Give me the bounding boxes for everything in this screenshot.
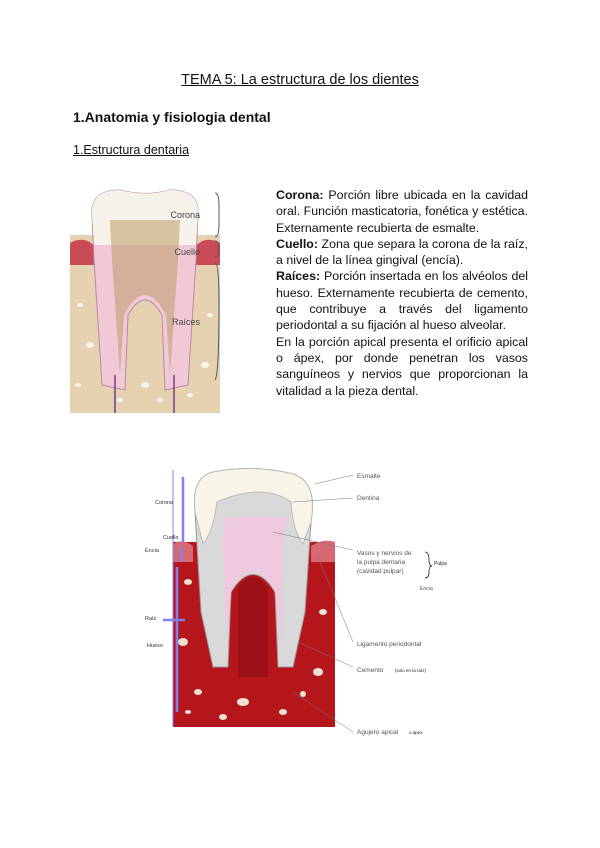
desc-corona: Corona: Porción libre ubicada en la cavi… [276, 187, 528, 236]
left-label-corona: Corona [155, 500, 174, 506]
label-raices: Raíces [172, 317, 201, 327]
label-dentina: Dentina [357, 495, 380, 502]
text-cuello: Zona que separa la corona de la raíz, a … [276, 236, 528, 268]
desc-apex: En la porción apical presenta el orifici… [276, 334, 528, 399]
label-ligamento: Ligamento periodontal [357, 641, 422, 648]
label-apex: o ápex [409, 730, 423, 735]
label-vasos-1: Vasos y nervios de [357, 550, 412, 557]
left-label-hueso: Hueso [147, 643, 163, 649]
desc-raices: Raíces: Porción insertada en los alvéolo… [276, 268, 528, 333]
tooth-description: Corona: Porción libre ubicada en la cavi… [276, 187, 528, 399]
pulpa-brace [424, 551, 433, 579]
subsection-heading: 1.Estructura dentaria [73, 143, 190, 157]
term-raices: Raíces: [276, 269, 321, 284]
label-cemento: Cemento [357, 667, 384, 674]
label-agujero-apical: Agujero apical [357, 729, 399, 736]
term-corona: Corona: [276, 188, 324, 202]
label-vasos-2: la pulpa dentaria [357, 559, 405, 566]
left-label-cuello: Cuello [163, 535, 179, 541]
desc-cuello: Cuello: Zona que separa la corona de la … [276, 236, 528, 269]
section-heading: 1.Anatomia y fisiologia dental [73, 109, 271, 125]
tooth-structure-image: Corona Cuello Raíces [70, 189, 220, 413]
label-encia-right: Encía [420, 586, 433, 592]
label-esmalte: Esmalte [357, 473, 381, 480]
text-raices: Porción insertada en los alvéolos del hu… [276, 269, 528, 333]
text-corona: Porción libre ubicada en la cavidad oral… [276, 188, 528, 235]
label-pulpa: Pulpa [434, 561, 447, 567]
text-apex: En la porción apical presenta el orifici… [276, 334, 528, 398]
left-label-raiz: Raíz [145, 616, 157, 622]
label-cuello: Cuello [174, 247, 200, 257]
label-cemento-note: (solo en la raíz) [395, 668, 427, 673]
label-corona: Corona [170, 210, 200, 220]
left-label-encia: Encía [145, 548, 160, 554]
label-vasos-3: (cavidad pulpar) [357, 568, 404, 575]
tooth-cross-section-diagram: Corona Cuello Encía Raíz Hueso Esmalte D… [145, 467, 447, 736]
page-title: TEMA 5: La estructura de los dientes [181, 72, 419, 88]
term-cuello: Cuello: [276, 236, 318, 251]
